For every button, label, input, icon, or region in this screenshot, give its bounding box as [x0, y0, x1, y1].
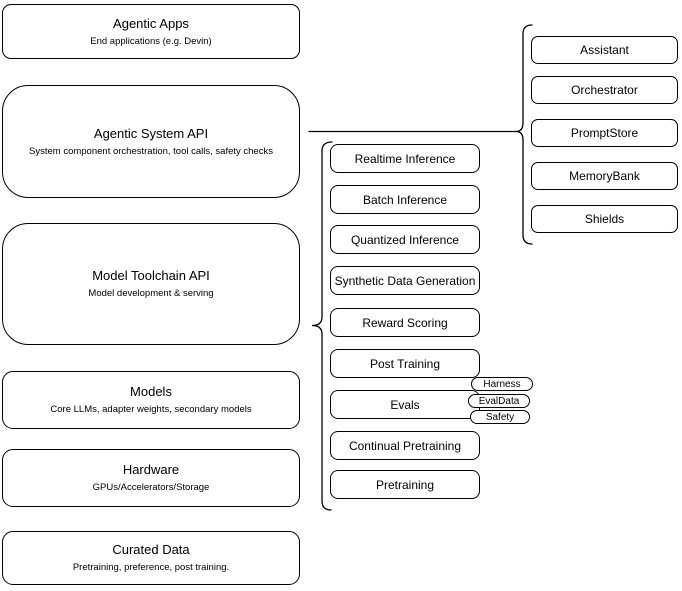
layer-title: Hardware	[122, 462, 180, 478]
service-label: Continual Pretraining	[348, 438, 462, 453]
service-label: Synthetic Data Generation	[334, 273, 476, 288]
component-label: Shields	[584, 212, 625, 226]
service-reward-scoring: Reward Scoring	[330, 308, 480, 337]
service-evals: Evals	[330, 390, 480, 419]
service-label: Pretraining	[375, 477, 435, 492]
layer-title: Models	[130, 384, 172, 400]
service-quantized-inference: Quantized Inference	[330, 225, 480, 254]
component-memorybank: MemoryBank	[531, 162, 678, 190]
layer-curated-data: Curated Data Pretraining, preference, po…	[2, 531, 300, 585]
layer-model-toolchain-api: Model Toolchain API Model development & …	[2, 223, 300, 345]
service-label: Batch Inference	[362, 192, 448, 207]
pill-label: EvalData	[478, 395, 520, 407]
toolchain-services-brace	[311, 141, 333, 511]
layer-subtitle: Core LLMs, adapter weights, secondary mo…	[50, 404, 252, 416]
layer-hardware: Hardware GPUs/Accelerators/Storage	[2, 449, 300, 507]
layer-subtitle: GPUs/Accelerators/Storage	[92, 482, 210, 494]
pill-evaldata: EvalData	[468, 394, 530, 408]
layer-agentic-apps: Agentic Apps End applications (e.g. Devi…	[2, 4, 300, 59]
component-orchestrator: Orchestrator	[531, 76, 678, 104]
layer-title: Agentic System API	[93, 125, 209, 141]
layer-subtitle: System component orchestration, tool cal…	[29, 145, 273, 157]
component-label: Assistant	[580, 43, 629, 57]
pill-safety: Safety	[470, 410, 530, 424]
system-components-brace	[515, 24, 533, 245]
layer-title: Model Toolchain API	[92, 268, 210, 284]
component-label: Orchestrator	[571, 83, 638, 97]
service-label: Post Training	[369, 356, 441, 371]
service-label: Evals	[390, 397, 420, 412]
layer-subtitle: Pretraining, preference, post training.	[72, 562, 230, 574]
layer-title: Curated Data	[112, 542, 190, 558]
service-label: Quantized Inference	[350, 232, 460, 247]
service-realtime-inference: Realtime Inference	[330, 144, 480, 173]
service-synthetic-data-generation: Synthetic Data Generation	[330, 266, 480, 295]
service-label: Realtime Inference	[354, 151, 456, 166]
service-post-training: Post Training	[330, 349, 480, 378]
pill-label: Harness	[483, 378, 521, 390]
service-continual-pretraining: Continual Pretraining	[330, 431, 480, 460]
service-label: Reward Scoring	[362, 315, 448, 330]
component-promptstore: PromptStore	[531, 119, 678, 147]
component-assistant: Assistant	[531, 36, 678, 64]
service-batch-inference: Batch Inference	[330, 185, 480, 214]
layer-subtitle: Model development & serving	[88, 288, 214, 300]
service-pretraining: Pretraining	[330, 470, 480, 499]
layer-agentic-system-api: Agentic System API System component orch…	[2, 85, 300, 198]
layer-models: Models Core LLMs, adapter weights, secon…	[2, 371, 300, 429]
component-label: MemoryBank	[569, 169, 640, 183]
pill-harness: Harness	[471, 377, 533, 391]
pill-label: Safety	[485, 411, 515, 423]
component-shields: Shields	[531, 205, 678, 233]
component-label: PromptStore	[570, 126, 639, 140]
layer-subtitle: End applications (e.g. Devin)	[90, 35, 212, 47]
layer-title: Agentic Apps	[113, 15, 189, 31]
